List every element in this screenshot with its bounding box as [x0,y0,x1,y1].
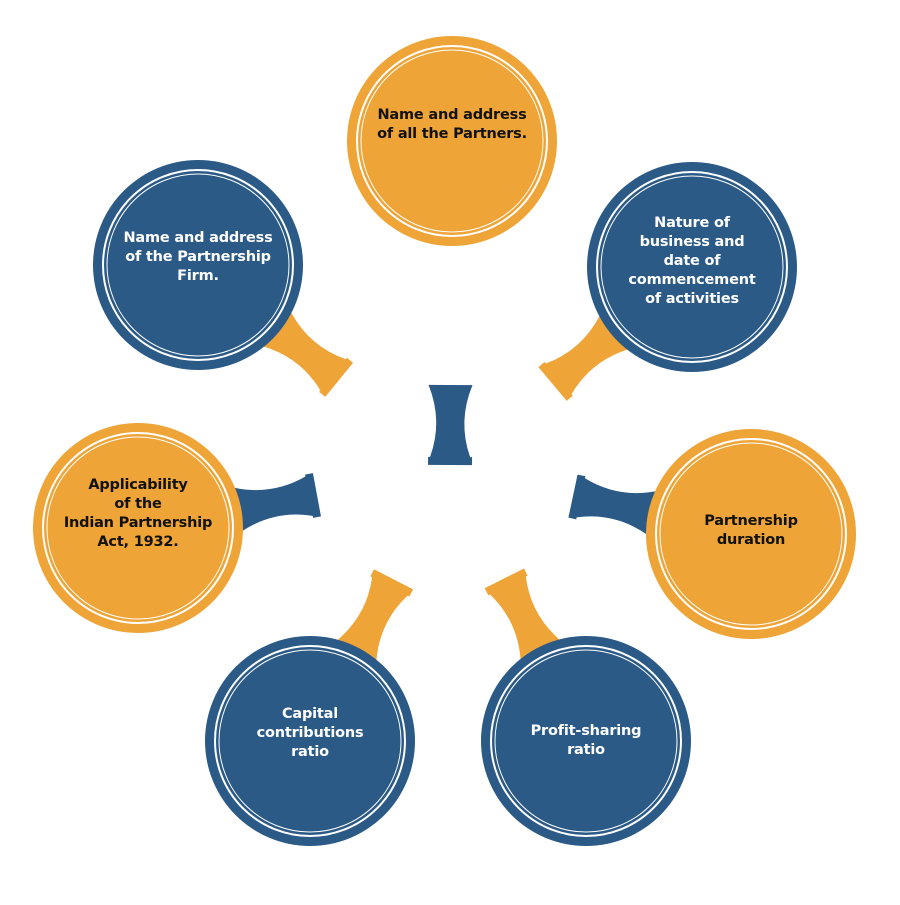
node-circle [587,162,797,372]
node-ring-outer [490,645,682,837]
node-capital-contributions [205,636,415,846]
node-circle [646,429,856,639]
node-applicability [33,423,243,633]
node-circle [93,160,303,370]
node-partners [347,36,557,246]
node-ring-inner [106,173,290,357]
node-ring-outer [655,438,847,630]
stem-capital-contributions [337,569,414,661]
stem-profit-sharing [484,568,560,660]
stem-firm-name-address [263,312,354,397]
node-circle [347,36,557,246]
node-ring-inner [600,175,784,359]
node-ring-outer [596,171,788,363]
node-ring-inner [494,649,678,833]
stem-applicability [234,473,321,531]
node-circle [481,636,691,846]
node-firm-name-address [93,160,303,370]
node-ring-outer [102,169,294,361]
node-circle [33,423,243,633]
stem-nature-of-business [538,315,628,401]
node-ring-inner [360,49,544,233]
node-ring-outer [214,645,406,837]
stem-partners [428,384,473,466]
node-nature-of-business [587,162,797,372]
node-ring-inner [218,649,402,833]
node-circle [205,636,415,846]
node-profit-sharing [481,636,691,846]
node-ring-outer [42,432,234,624]
node-partnership-duration [646,429,856,639]
node-ring-outer [356,45,548,237]
node-ring-inner [659,442,843,626]
stem-partnership-duration [568,474,656,535]
node-ring-inner [46,436,230,620]
